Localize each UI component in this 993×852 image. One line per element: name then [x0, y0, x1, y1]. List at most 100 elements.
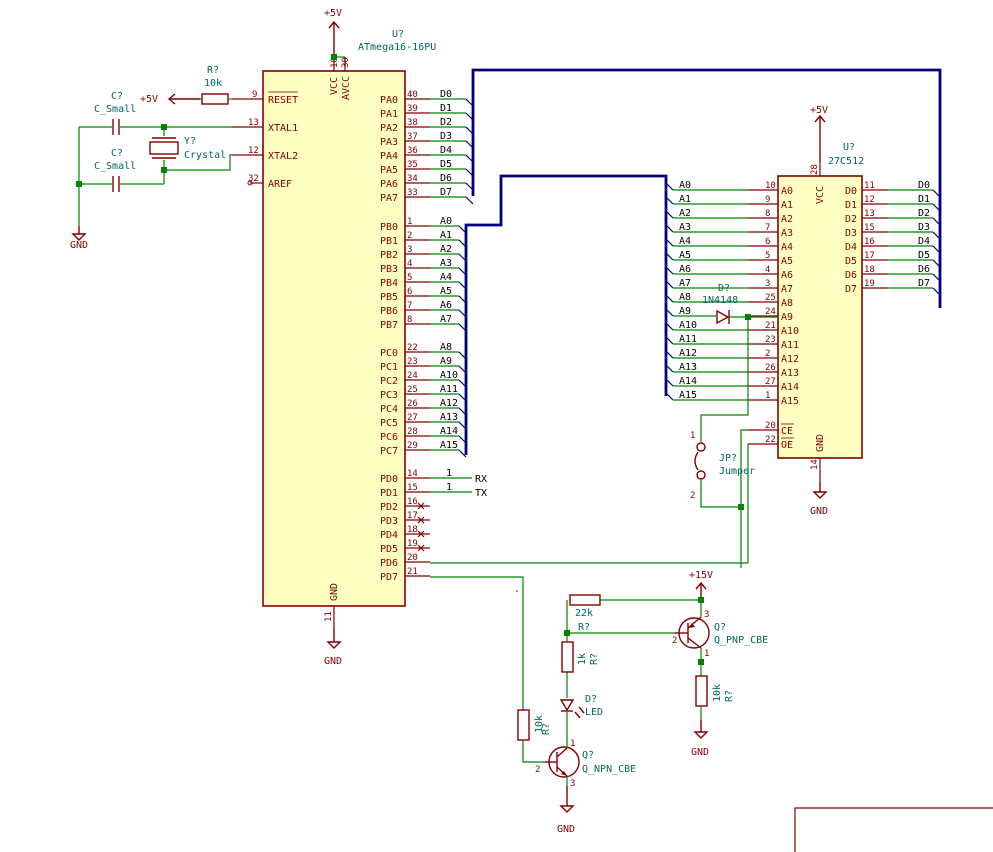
u1-pinnum-pc4: 26 — [407, 399, 418, 409]
gnd-label-xtal: GND — [70, 240, 88, 251]
u1-net-a7: A7 — [440, 314, 452, 325]
u2-net-d3: D3 — [918, 222, 930, 233]
driver-circuit: R? 10k 2 1 3 Q? Q_NPN_CBE D? LED 1k R? — [430, 576, 768, 789]
u1-net-a14: A14 — [440, 426, 458, 437]
u1-net-d2: D2 — [440, 117, 452, 128]
u2-num-ce: 20 — [765, 421, 776, 431]
reset-resistor: R? 10k — [200, 65, 232, 105]
u2-pinnum-a2: 8 — [765, 209, 770, 219]
u1-pin-pd5: PD5 — [380, 544, 398, 555]
u1-5v-label: +5V — [324, 8, 342, 19]
u2-pinnum-d3: 15 — [864, 223, 875, 233]
jumper-pin1: 1 — [690, 431, 695, 441]
u2-pin-a0: A0 — [781, 186, 793, 197]
u1-value: ATmega16-16PU — [358, 42, 436, 53]
u1-num-13: 13 — [248, 118, 259, 128]
u2-pin-d0: D0 — [845, 186, 857, 197]
u1-pin-pd6: PD6 — [380, 558, 398, 569]
pnp-ref: Q? — [714, 622, 726, 633]
u1-net-a11: A11 — [440, 384, 458, 395]
u2-pinnum-d1: 12 — [864, 195, 875, 205]
r22k-ref: R? — [578, 622, 590, 633]
u1-pin-pc1: PC1 — [380, 362, 398, 373]
u1-pinnum-pa5: 35 — [407, 160, 418, 170]
u2-net-a7: A7 — [679, 278, 691, 289]
u2-27c512: U? 27C512 28 VCC GND 14 CE OE 20 22 A010… — [665, 142, 941, 482]
u1-ref: U? — [392, 29, 404, 40]
u2-pin-ce: CE — [781, 426, 793, 437]
u2-pin-d3: D3 — [845, 228, 857, 239]
u1-net-a13: A13 — [440, 412, 458, 423]
u1-pinnum-pa3: 37 — [407, 132, 418, 142]
u2-pin-a13: A13 — [781, 368, 799, 379]
u1-pin-reset: RESET — [268, 95, 298, 106]
u1-pin-pb4: PB4 — [380, 278, 398, 289]
u1-pinnum-pa7: 33 — [407, 188, 418, 198]
u2-pinnum-a6: 4 — [765, 265, 770, 275]
u2-pinnum-a11: 23 — [765, 335, 776, 345]
u1-pinnum-pc0: 22 — [407, 343, 418, 353]
gnd-label-npn: GND — [557, 824, 575, 835]
u2-net-d4: D4 — [918, 236, 930, 247]
u2-pinnum-a15: 1 — [765, 391, 770, 401]
u1-pin-pb2: PB2 — [380, 250, 398, 261]
diode-value: 1N4148 — [702, 295, 738, 306]
u1-pin-pc3: PC3 — [380, 390, 398, 401]
u2-pin-a10: A10 — [781, 326, 799, 337]
u2-net-d2: D2 — [918, 208, 930, 219]
u1-pinnum-pb2: 3 — [407, 245, 412, 255]
u1-pin-aref: AREF — [268, 179, 292, 190]
u1-pinnum-pd2: 16 — [407, 497, 418, 507]
gnd-label-u1: GND — [324, 656, 342, 667]
u2-gnd-num: 14 — [810, 459, 820, 470]
u2-net-a11: A11 — [679, 334, 697, 345]
u1-pinnum-pa6: 34 — [407, 174, 418, 184]
u1-pin-pc2: PC2 — [380, 376, 398, 387]
rb-ref: R? — [541, 723, 552, 735]
u2-pinnum-d2: 13 — [864, 209, 875, 219]
u1-net-a12: A12 — [440, 398, 458, 409]
u2-pin-d2: D2 — [845, 214, 857, 225]
u1-net-a6: A6 — [440, 300, 452, 311]
diode-ref: D? — [718, 283, 730, 294]
u1-net-a9: A9 — [440, 356, 452, 367]
u1-avcc-num: 30 — [341, 57, 351, 68]
u1-pinnum-pc3: 25 — [407, 385, 418, 395]
u2-pin-a8: A8 — [781, 298, 793, 309]
u1-pin-pb1: PB1 — [380, 236, 398, 247]
u1-pin-pd7: PD7 — [380, 572, 398, 583]
diode-1n4148: D? 1N4148 — [702, 283, 778, 325]
npn-pin2: 2 — [535, 765, 540, 775]
u2-net-a2: A2 — [679, 208, 691, 219]
u2-pinnum-d4: 16 — [864, 237, 875, 247]
data-bus — [471, 68, 942, 308]
u2-pin-oe: OE — [781, 440, 793, 451]
u2-pin-a9: A9 — [781, 312, 793, 323]
u1-pinnum-pb7: 8 — [407, 315, 412, 325]
u1-pinnum-pc2: 24 — [407, 371, 418, 381]
u2-pinnum-a9: 24 — [765, 307, 776, 317]
u1-pin-pc7: PC7 — [380, 446, 398, 457]
u1-pin-pa5: PA5 — [380, 165, 398, 176]
u2-5v-label: +5V — [810, 105, 828, 116]
rx-label: RX — [475, 474, 487, 485]
rx-one: 1 — [446, 468, 452, 479]
u1-net-a3: A3 — [440, 258, 452, 269]
u1-pin-pa1: PA1 — [380, 109, 398, 120]
u1-net-d0: D0 — [440, 89, 452, 100]
u1-gnd-name: GND — [329, 583, 340, 601]
u2-net-a13: A13 — [679, 362, 697, 373]
u2-pinnum-a8: 25 — [765, 293, 776, 303]
u1-pin-pc5: PC5 — [380, 418, 398, 429]
u2-net-a8: A8 — [679, 292, 691, 303]
address-bus — [464, 174, 668, 455]
crystal-ref: Y? — [184, 136, 196, 147]
u2-net-a0: A0 — [679, 180, 691, 191]
u1-pin-pa7: PA7 — [380, 193, 398, 204]
u1-vcc-num: 10 — [330, 57, 340, 68]
u2-pinnum-a3: 7 — [765, 223, 770, 233]
pnp-pin3: 3 — [704, 610, 709, 620]
r1k-ref: R? — [589, 653, 600, 665]
u1-avcc-name: AVCC — [341, 76, 352, 100]
c1-value: C_Small — [94, 104, 136, 115]
